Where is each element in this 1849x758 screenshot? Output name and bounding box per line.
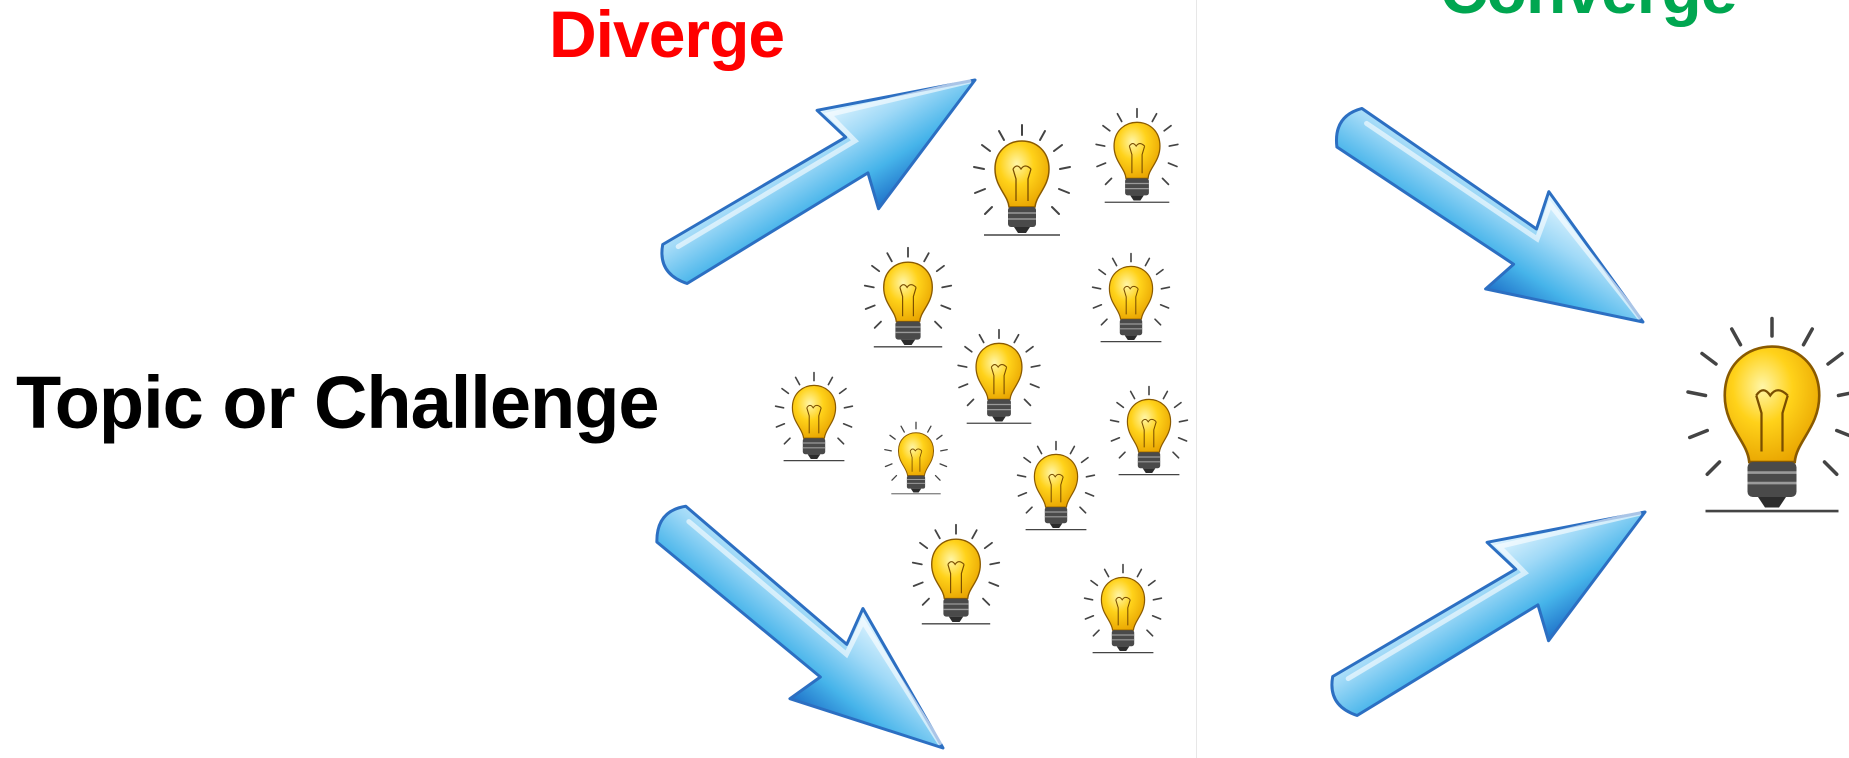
topic-label: Topic or Challenge [16,361,660,444]
converge-arrow-up [1307,463,1675,753]
lightbulb-icon [957,328,1041,425]
lightbulb-icon [774,371,854,462]
lightbulb-icon [1109,385,1189,476]
lightbulb-icon [973,124,1071,236]
lightbulb-icon [1686,316,1849,513]
lightbulb-icon [911,523,1001,625]
diverge-label: Diverge [549,0,785,71]
lightbulb-icon [1083,563,1163,654]
lightbulb-icon [1091,252,1171,343]
lightbulb-icon [1095,107,1179,204]
lightbulb-icon [863,246,953,348]
lightbulb-icon [1016,440,1096,531]
diverge-arrow-up [637,31,1005,321]
converge-label: Converge [1440,0,1737,28]
center-divider [1196,0,1197,758]
diverge-arrow-down [625,475,979,758]
converge-arrow-down [1308,76,1675,370]
lightbulb-icon [884,421,948,495]
